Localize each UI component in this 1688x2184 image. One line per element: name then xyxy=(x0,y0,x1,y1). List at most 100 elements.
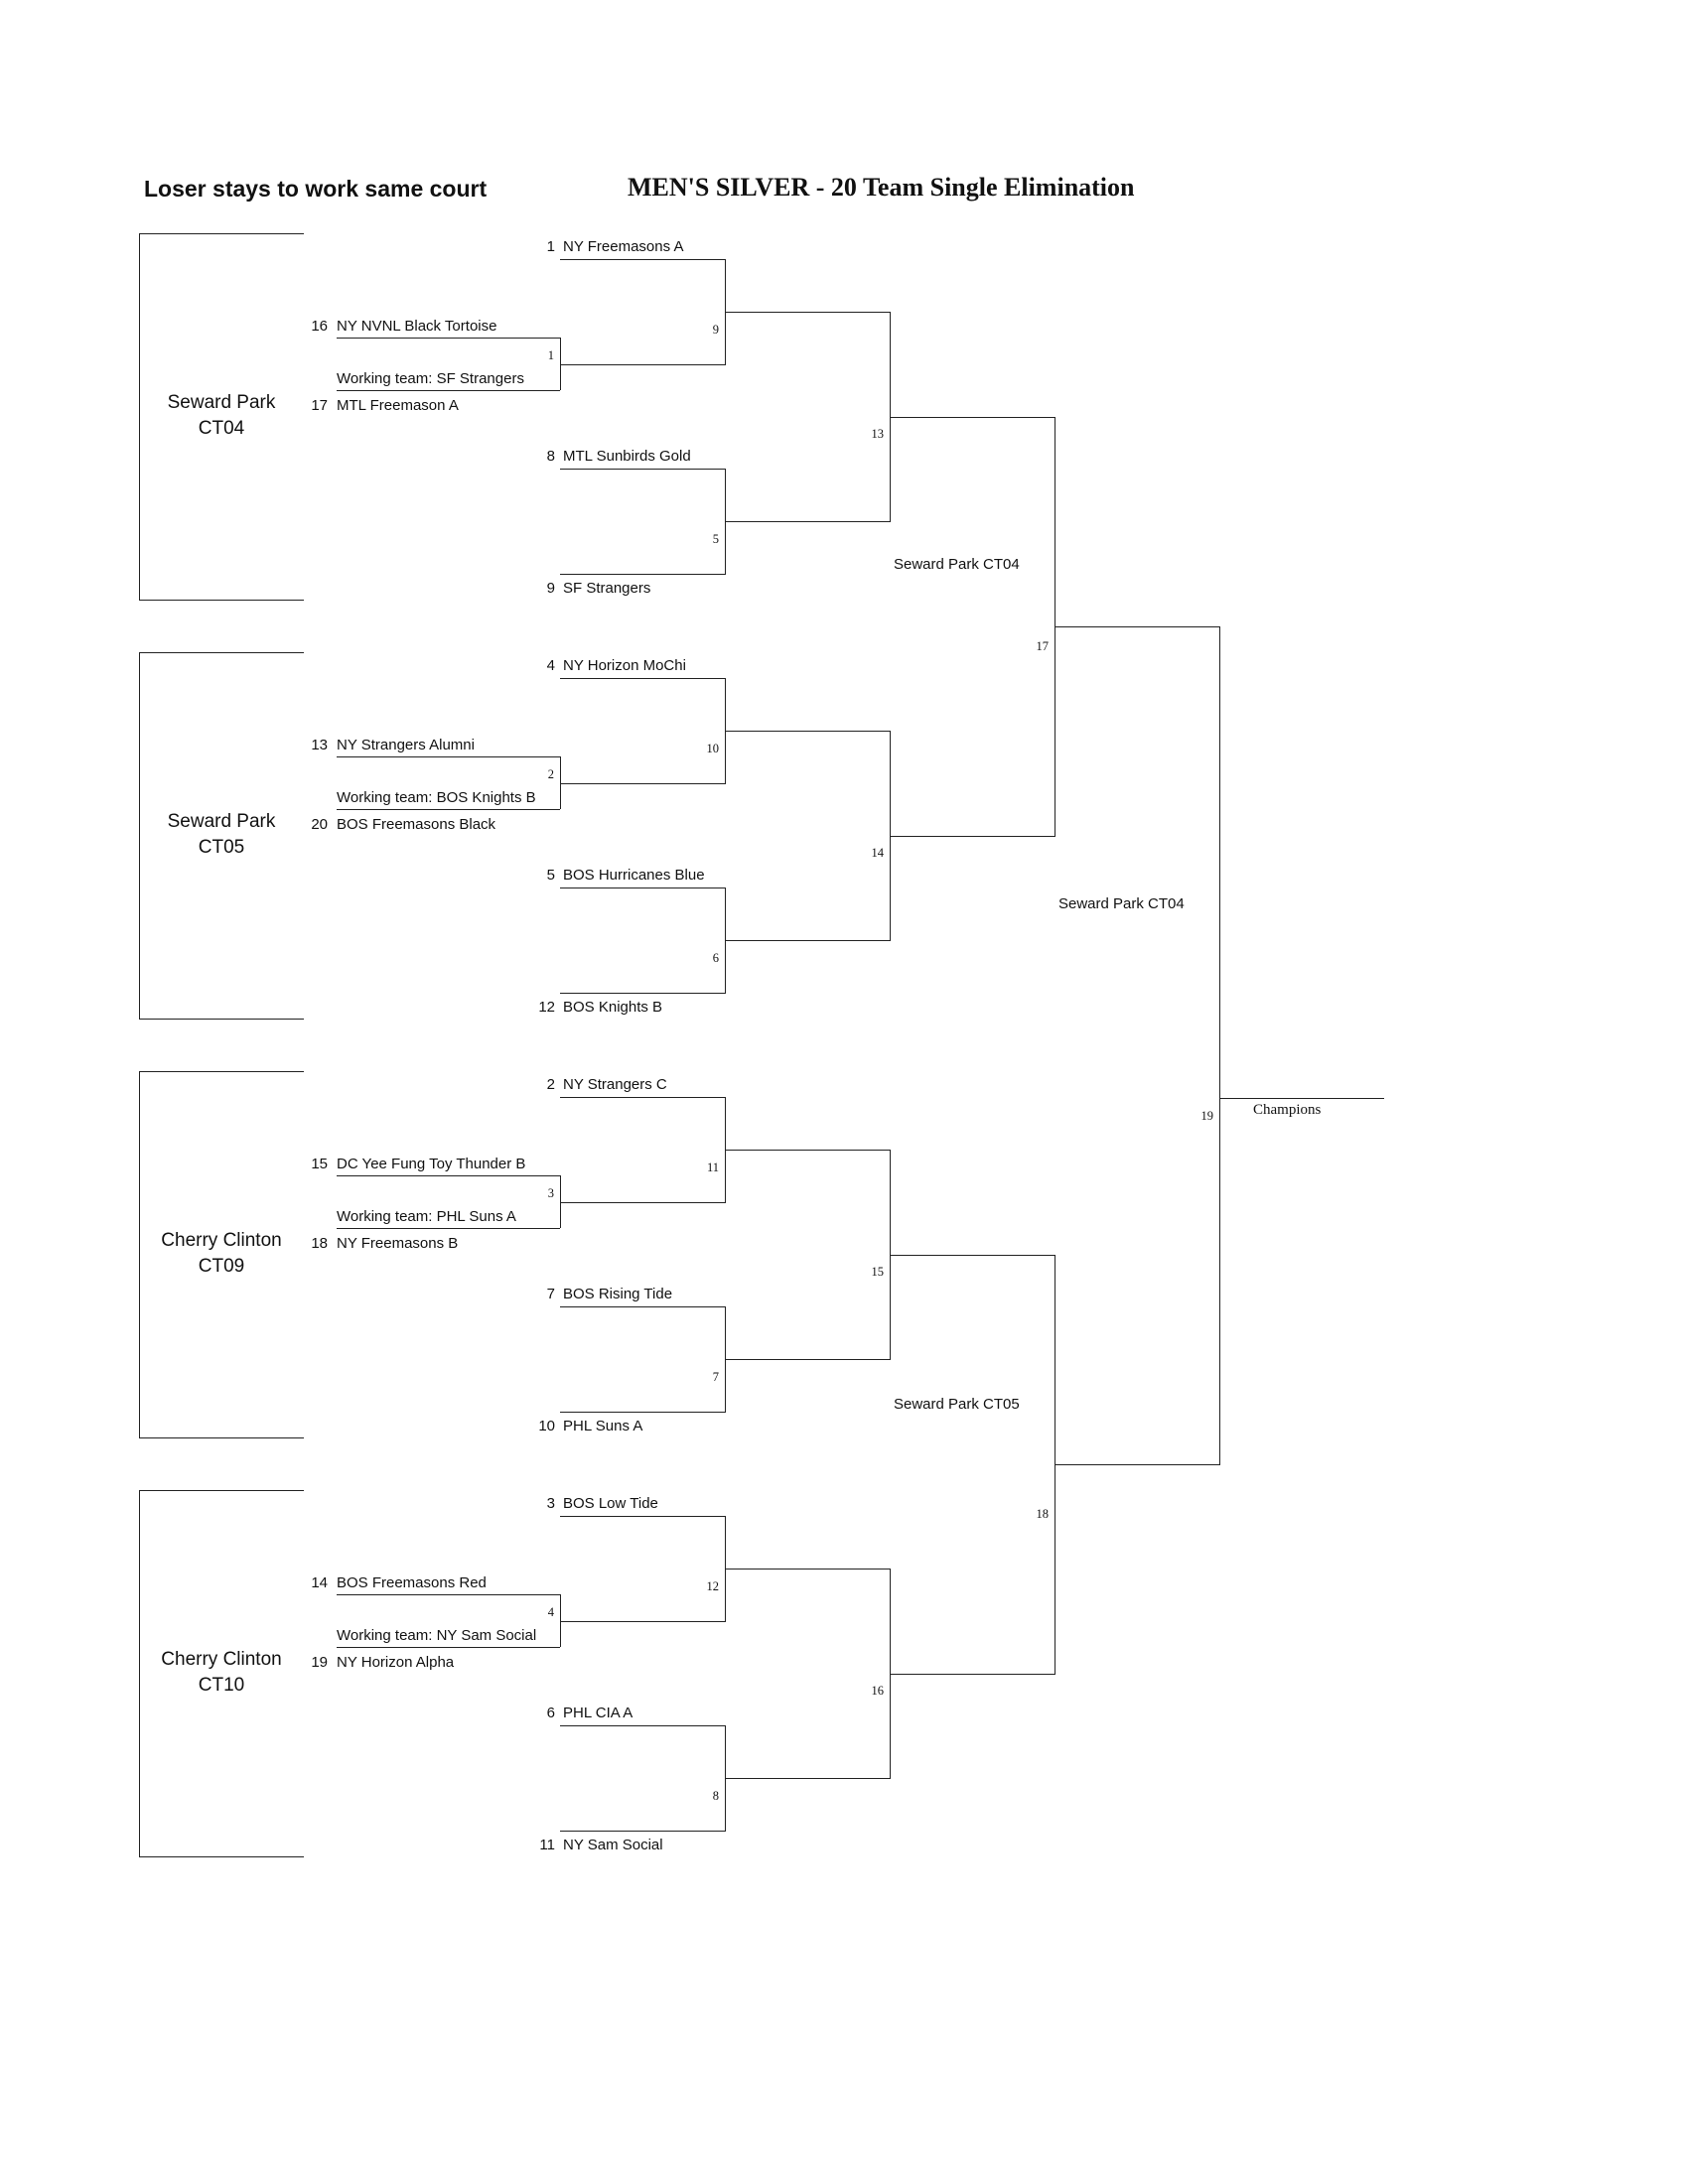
bracket-line xyxy=(560,1412,726,1413)
team-name: NY Horizon MoChi xyxy=(563,657,686,674)
bracket-title: MEN'S SILVER - 20 Team Single Eliminatio… xyxy=(628,173,1135,202)
bracket-line xyxy=(560,1175,561,1228)
game-number: 10 xyxy=(706,742,720,755)
seed-number: 10 xyxy=(538,1418,555,1434)
game-number: 17 xyxy=(1036,639,1050,653)
bracket-line xyxy=(337,1175,560,1176)
team-name: MTL Sunbirds Gold xyxy=(563,448,691,465)
game-number: 9 xyxy=(712,323,719,337)
bracket-line xyxy=(560,783,726,784)
seed-number: 2 xyxy=(546,1076,555,1093)
seed-number: 11 xyxy=(539,1837,555,1853)
champions-label: Champions xyxy=(1253,1102,1322,1118)
bracket-line xyxy=(560,1594,561,1647)
bracket-line xyxy=(560,469,726,470)
team-name: NY Freemasons B xyxy=(337,1235,459,1252)
team-name: BOS Rising Tide xyxy=(563,1286,673,1302)
game-number: 5 xyxy=(712,532,719,546)
game-number: 18 xyxy=(1036,1507,1050,1521)
bracket-line xyxy=(725,521,891,522)
game-number: 15 xyxy=(871,1265,885,1279)
team-name: BOS Low Tide xyxy=(563,1495,658,1512)
seed-number: 6 xyxy=(546,1705,555,1721)
game-number: 1 xyxy=(547,348,554,362)
court-group-side-line xyxy=(139,652,140,1019)
court-group-side-line xyxy=(139,1071,140,1437)
team-name: NY NVNL Black Tortoise xyxy=(337,318,497,335)
working-team: Working team: NY Sam Social xyxy=(337,1627,537,1644)
bracket-line xyxy=(560,259,726,260)
seed-number: 1 xyxy=(546,238,555,255)
court-group-side-line xyxy=(139,1490,140,1856)
court-group-venue: Cherry Clinton xyxy=(161,1230,282,1251)
game-number: 6 xyxy=(712,951,719,965)
game-number: 13 xyxy=(871,427,885,441)
seed-number: 3 xyxy=(546,1495,555,1512)
team-name: NY Freemasons A xyxy=(563,238,684,255)
court-group-label: Cherry Clinton CT09 xyxy=(122,1228,321,1280)
bracket-line xyxy=(337,390,560,391)
bracket-line xyxy=(560,1516,726,1517)
working-team: Working team: PHL Suns A xyxy=(337,1208,516,1225)
bracket-line xyxy=(725,1150,891,1151)
seed-number: 5 xyxy=(546,867,555,884)
team-name: NY Sam Social xyxy=(563,1837,663,1853)
bracket-line xyxy=(337,1228,560,1229)
working-team: Working team: BOS Knights B xyxy=(337,789,536,806)
seed-number: 16 xyxy=(311,318,328,335)
final-court-label: Seward Park CT04 xyxy=(1058,895,1185,912)
bracket-line xyxy=(560,993,726,994)
game-number: 12 xyxy=(706,1579,720,1593)
champions-line xyxy=(1219,1098,1384,1099)
bracket-line xyxy=(890,312,891,521)
game-number: 16 xyxy=(871,1684,885,1698)
bracket-line xyxy=(890,1150,891,1359)
bracket-line xyxy=(560,756,561,809)
bracket-line xyxy=(560,1097,726,1098)
bracket-line xyxy=(890,1255,1055,1256)
bracket-line xyxy=(1055,1464,1220,1465)
bracket-line xyxy=(560,1306,726,1307)
semifinal-court-label: Seward Park CT04 xyxy=(894,556,1020,573)
court-group-bottom-line xyxy=(139,1856,304,1857)
court-group-court: CT10 xyxy=(198,1675,245,1696)
game-number: 8 xyxy=(712,1789,719,1803)
game-number: 2 xyxy=(547,767,554,781)
bracket-line xyxy=(725,940,891,941)
seed-number: 9 xyxy=(546,580,555,597)
court-group-venue: Cherry Clinton xyxy=(161,1649,282,1670)
bracket-line xyxy=(337,1594,560,1595)
bracket-line xyxy=(1055,626,1220,627)
court-group-top-line xyxy=(139,233,304,234)
bracket-line xyxy=(560,574,726,575)
bracket-line xyxy=(560,364,726,365)
seed-number: 8 xyxy=(546,448,555,465)
court-group-top-line xyxy=(139,652,304,653)
team-name: PHL Suns A xyxy=(563,1418,643,1434)
game-number: 7 xyxy=(712,1370,719,1384)
team-name: BOS Hurricanes Blue xyxy=(563,867,705,884)
court-group-label: Cherry Clinton CT10 xyxy=(122,1647,321,1699)
seed-number: 19 xyxy=(311,1654,328,1671)
team-name: NY Strangers C xyxy=(563,1076,667,1093)
bracket-line xyxy=(560,678,726,679)
bracket-line xyxy=(725,1778,891,1779)
court-group-court: CT05 xyxy=(198,837,245,858)
team-name: SF Strangers xyxy=(563,580,651,597)
bracket-line xyxy=(560,1831,726,1832)
team-name: BOS Freemasons Black xyxy=(337,816,496,833)
bracket-line xyxy=(890,731,891,940)
bracket-line xyxy=(560,338,561,390)
seed-number: 13 xyxy=(311,737,328,753)
team-name: DC Yee Fung Toy Thunder B xyxy=(337,1156,526,1172)
bracket-line xyxy=(725,312,891,313)
court-group-bottom-line xyxy=(139,1019,304,1020)
bracket-line xyxy=(560,1621,726,1622)
semifinal-court-label: Seward Park CT05 xyxy=(894,1396,1020,1413)
bracket-line xyxy=(725,731,891,732)
working-team: Working team: SF Strangers xyxy=(337,370,524,387)
bracket-line xyxy=(725,1569,891,1570)
team-name: NY Horizon Alpha xyxy=(337,1654,455,1671)
seed-number: 12 xyxy=(538,999,555,1016)
